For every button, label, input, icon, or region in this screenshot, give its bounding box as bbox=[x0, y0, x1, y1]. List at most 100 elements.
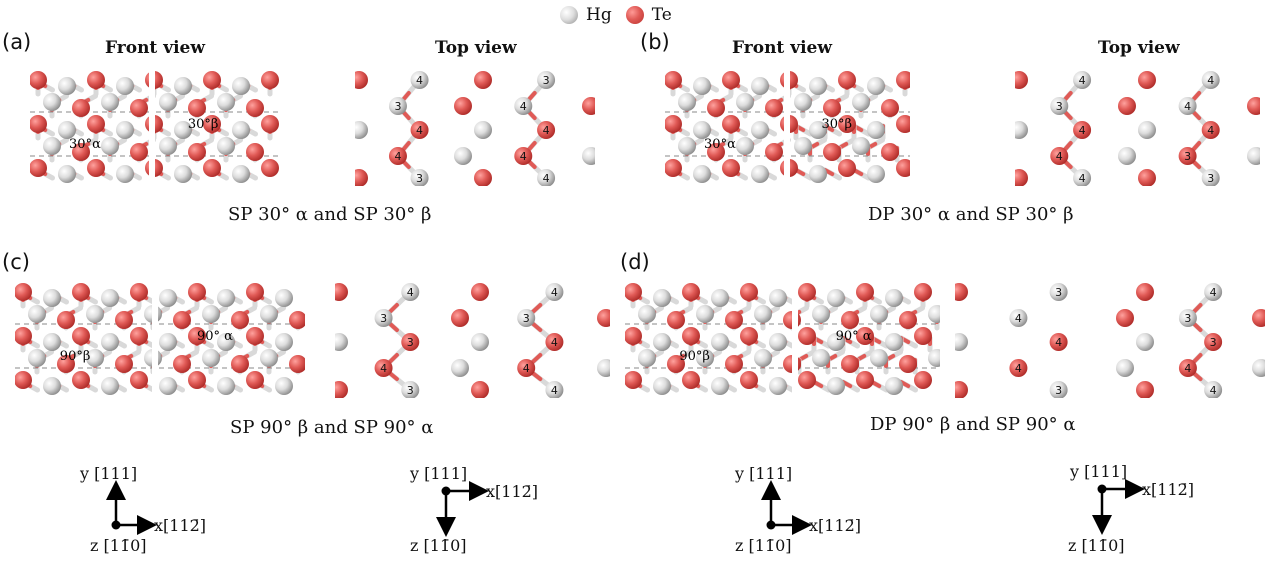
te-atom bbox=[1049, 333, 1068, 351]
hg-atom bbox=[678, 93, 696, 111]
hg-atom bbox=[260, 349, 278, 367]
te-atom bbox=[665, 159, 682, 177]
hg-atom bbox=[1178, 97, 1197, 115]
hg-atom bbox=[1073, 71, 1092, 89]
hg-atom bbox=[653, 377, 671, 395]
legend: Hg Te bbox=[560, 2, 672, 28]
coordination-number: 4 bbox=[394, 150, 401, 163]
te-atom bbox=[896, 115, 910, 133]
te-atom bbox=[246, 327, 264, 345]
hg-atom bbox=[374, 309, 393, 327]
te-atom bbox=[261, 115, 279, 133]
te-atom bbox=[823, 143, 841, 161]
hg-atom bbox=[638, 305, 656, 323]
hg-atom bbox=[159, 333, 177, 351]
te-atom bbox=[72, 327, 90, 345]
te-atom bbox=[30, 71, 47, 89]
te-atom bbox=[15, 283, 32, 301]
hg-atom bbox=[159, 137, 177, 155]
hg-atom bbox=[101, 137, 119, 155]
te-atom bbox=[87, 159, 105, 177]
te-atom bbox=[740, 327, 758, 345]
hg-atom bbox=[678, 137, 696, 155]
te-atom bbox=[955, 283, 968, 301]
te-atom bbox=[881, 99, 899, 117]
axis-x-label: x[112̄] bbox=[809, 516, 862, 535]
hg-atom bbox=[43, 137, 61, 155]
te-atom bbox=[725, 355, 743, 373]
te-atom bbox=[410, 121, 429, 139]
axis-x-label: x[112̄] bbox=[154, 516, 207, 535]
coordination-number: 4 bbox=[416, 74, 423, 87]
te-atom bbox=[130, 99, 148, 117]
coordination-number: 4 bbox=[1184, 100, 1191, 113]
te-atom bbox=[798, 371, 816, 389]
te-atom bbox=[246, 371, 264, 389]
hg-atom bbox=[1204, 381, 1223, 398]
hg-atom bbox=[769, 289, 787, 307]
te-atom bbox=[130, 371, 148, 389]
hg-atom bbox=[751, 165, 769, 183]
hg-atom bbox=[794, 137, 812, 155]
axis-top-d: y [111] x[112̄] z [11̄0] bbox=[1058, 460, 1208, 560]
hg-atom bbox=[86, 349, 104, 367]
hg-atom bbox=[537, 71, 556, 89]
hg-atom bbox=[736, 137, 754, 155]
te-atom bbox=[15, 371, 32, 389]
panel-label-a: (a) bbox=[2, 30, 32, 54]
hg-atom bbox=[711, 333, 729, 351]
hg-atom bbox=[101, 333, 119, 351]
hg-atom bbox=[827, 333, 845, 351]
te-atom bbox=[1136, 381, 1154, 398]
te-atom bbox=[1178, 359, 1197, 377]
te-atom bbox=[374, 359, 393, 377]
hg-atom bbox=[537, 169, 556, 186]
hg-atom bbox=[232, 77, 250, 95]
te-atom bbox=[838, 71, 856, 89]
coordination-number: 4 bbox=[543, 172, 550, 185]
te-atom bbox=[474, 169, 492, 186]
hg-atom bbox=[275, 333, 293, 351]
hg-atom bbox=[1138, 121, 1156, 139]
hg-atom bbox=[43, 289, 61, 307]
hg-atom bbox=[517, 309, 536, 327]
te-atom bbox=[856, 371, 874, 389]
hg-atom bbox=[1050, 97, 1069, 115]
hg-atom bbox=[1015, 121, 1028, 139]
hg-atom bbox=[116, 77, 134, 95]
te-atom bbox=[188, 371, 206, 389]
te-atom bbox=[471, 381, 489, 398]
top-view-title-a: Top view bbox=[435, 38, 517, 58]
panel-label-b: (b) bbox=[640, 30, 670, 54]
cell-gap bbox=[152, 280, 158, 398]
axis-z-label: z [11̄0] bbox=[1068, 536, 1125, 555]
coordination-number: 3 bbox=[407, 336, 414, 349]
angle-label: 90°β bbox=[679, 349, 710, 364]
coordination-number: 4 bbox=[551, 286, 558, 299]
te-atom bbox=[1050, 147, 1069, 165]
te-atom bbox=[72, 283, 90, 301]
te-atom bbox=[1073, 121, 1092, 139]
axis-y-label: y [111] bbox=[735, 464, 793, 483]
hg-atom bbox=[1252, 359, 1265, 377]
hg-atom bbox=[1247, 147, 1260, 165]
te-atom bbox=[798, 283, 816, 301]
hg-atom bbox=[867, 77, 885, 95]
hg-atom bbox=[43, 377, 61, 395]
hg-atom bbox=[401, 283, 420, 301]
hg-atom bbox=[159, 289, 177, 307]
axis-z-label: z [11̄0] bbox=[410, 536, 467, 555]
coordination-number: 3 bbox=[1207, 172, 1214, 185]
te-atom bbox=[130, 143, 148, 161]
te-atom bbox=[335, 381, 348, 398]
te-atom bbox=[667, 355, 685, 373]
hg-atom bbox=[812, 305, 830, 323]
hg-atom bbox=[335, 333, 348, 351]
hg-atom bbox=[769, 333, 787, 351]
coordination-number: 4 bbox=[523, 362, 530, 375]
te-atom bbox=[841, 311, 859, 329]
te-atom bbox=[173, 311, 191, 329]
te-atom bbox=[231, 355, 249, 373]
